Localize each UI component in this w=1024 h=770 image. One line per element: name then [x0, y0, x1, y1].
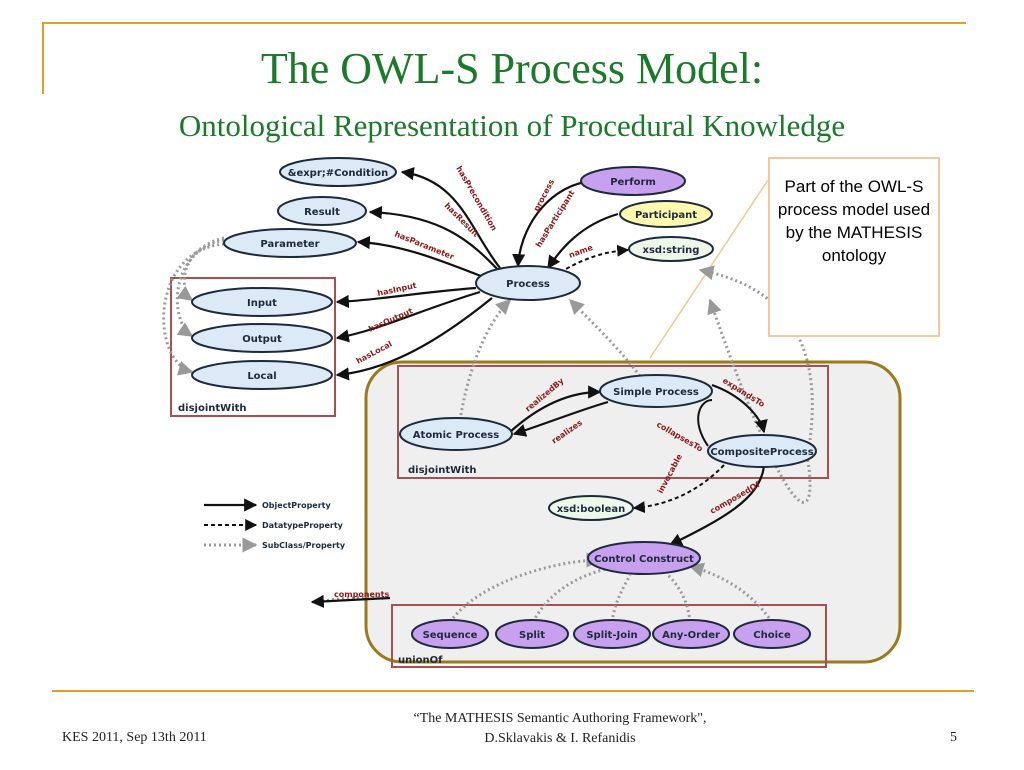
- node-process: [475, 265, 581, 301]
- node-any-order: [652, 619, 730, 649]
- node-local: [191, 360, 333, 390]
- footer-citation: “The MATHESIS Semantic Authoring Framewo…: [360, 709, 760, 749]
- edge-label-hasoutput: hasOutput: [367, 306, 414, 334]
- footer-citation-authors: D.Sklavakis & I. Refanidis: [484, 731, 636, 746]
- node-participant-label: Participant: [635, 210, 697, 221]
- node-simple-process: [599, 374, 713, 408]
- node-composite-process-label: CompositeProcess: [710, 447, 813, 458]
- node-split: [495, 619, 569, 649]
- union-label: unionOf: [398, 655, 443, 666]
- node-result: [277, 196, 367, 226]
- footer-event: KES 2011, Sep 13th 2011: [62, 730, 207, 745]
- top-rule: [42, 22, 966, 24]
- bottom-rule: [52, 690, 974, 692]
- node-control-construct: [587, 541, 701, 575]
- legend-datatype-label: DatatypeProperty: [262, 521, 344, 530]
- node-parameter-label: Parameter: [260, 239, 319, 250]
- node-xsd-string-label: xsd:string: [643, 245, 700, 256]
- node-split-join-label: Split-Join: [586, 630, 637, 641]
- node-input: [191, 287, 333, 317]
- page-number: 5: [950, 730, 957, 745]
- node-local-label: Local: [247, 371, 276, 382]
- node-parameter: [223, 228, 357, 258]
- node-perform-label: Perform: [610, 177, 656, 188]
- edge-label-hasresult: hasResult: [443, 201, 481, 239]
- legend-subclass-label: SubClass/Property: [262, 541, 346, 550]
- node-condition-label: &expr;#Condition: [288, 168, 389, 179]
- node-sequence: [411, 619, 489, 649]
- node-xsd-boolean: [548, 495, 634, 521]
- edge-label-components: components: [334, 590, 389, 599]
- node-control-construct-label: Control Construct: [594, 554, 694, 565]
- node-xsd-string: [628, 236, 714, 262]
- node-condition: [279, 157, 397, 187]
- node-output-label: Output: [242, 334, 282, 345]
- node-choice: [733, 619, 811, 649]
- node-atomic-process-label: Atomic Process: [413, 430, 499, 441]
- node-sequence-label: Sequence: [423, 630, 478, 641]
- node-atomic-process: [399, 417, 513, 451]
- union-box: [391, 604, 827, 668]
- footer-citation-title: “The MATHESIS Semantic Authoring Framewo…: [413, 711, 707, 726]
- node-output: [191, 323, 333, 353]
- edge-label-hasparameter: hasParameter: [393, 230, 455, 262]
- left-accent-bar: [42, 22, 44, 94]
- node-split-label: Split: [519, 630, 545, 641]
- node-xsd-boolean-label: xsd:boolean: [557, 504, 626, 515]
- callout-box: Part of the OWL-S process model used by …: [768, 157, 940, 337]
- disjoint-label-left: disjointWith: [178, 403, 247, 414]
- node-composite-process: [707, 434, 817, 468]
- disjoint-box-left: [170, 277, 336, 417]
- legend-object-label: ObjectProperty: [262, 501, 331, 510]
- slide-subtitle: Ontological Representation of Procedural…: [178, 108, 846, 143]
- node-choice-label: Choice: [753, 630, 791, 641]
- node-split-join: [573, 619, 651, 649]
- edge-label-name: name: [568, 243, 595, 260]
- collapses-edge: [697, 399, 713, 447]
- node-any-order-label: Any-Order: [662, 630, 720, 641]
- node-input-label: Input: [247, 298, 277, 309]
- node-process-label: Process: [506, 279, 550, 290]
- node-perform: [580, 166, 686, 196]
- disjoint-label-mid: disjointWith: [408, 465, 477, 476]
- owl-s-subset-group: [364, 360, 902, 664]
- node-result-label: Result: [304, 207, 340, 218]
- node-participant: [619, 200, 713, 228]
- disjoint-box-mid: [397, 365, 829, 479]
- slide-title: The OWL-S Process Model:: [260, 44, 764, 93]
- object-edges: [310, 167, 768, 608]
- node-simple-process-label: Simple Process: [613, 387, 699, 398]
- legend: ObjectProperty DatatypeProperty SubClass…: [204, 498, 346, 553]
- edge-label-process: process: [532, 178, 556, 213]
